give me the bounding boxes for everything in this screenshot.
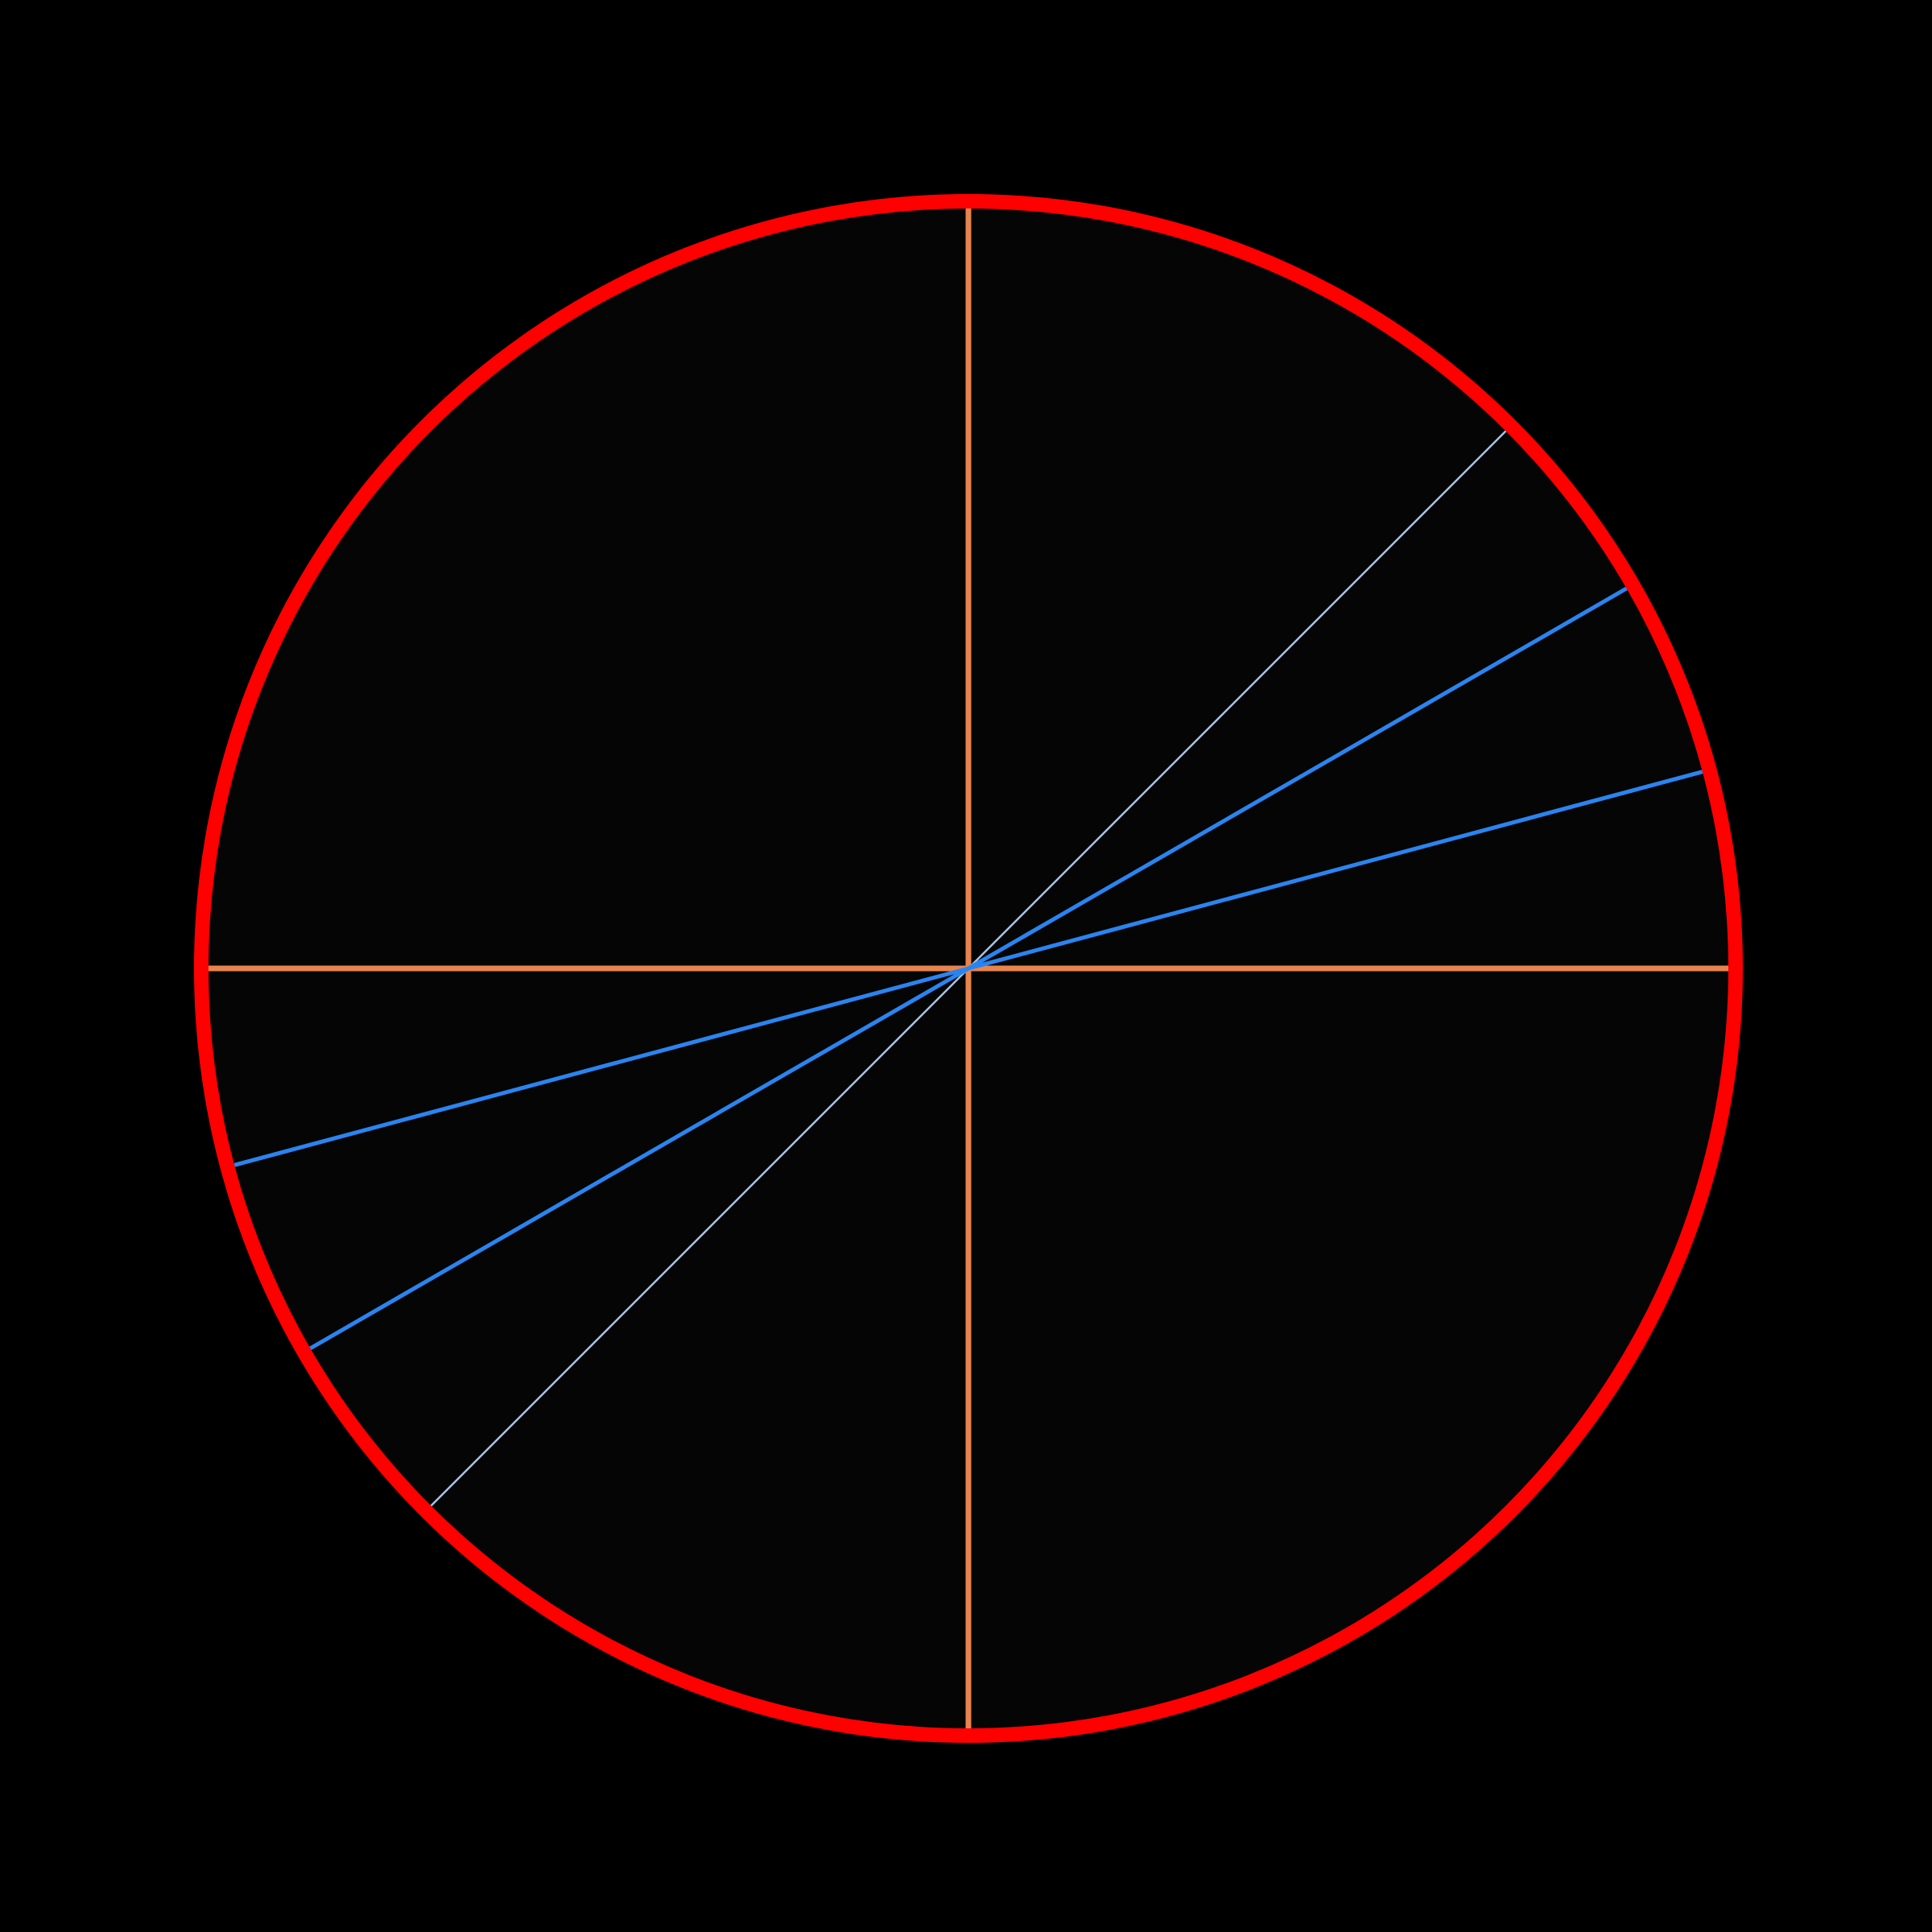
- diameters-group: [233, 430, 1703, 1507]
- outer-ring: [194, 194, 1743, 1743]
- diameter-line-15: [233, 770, 1703, 1167]
